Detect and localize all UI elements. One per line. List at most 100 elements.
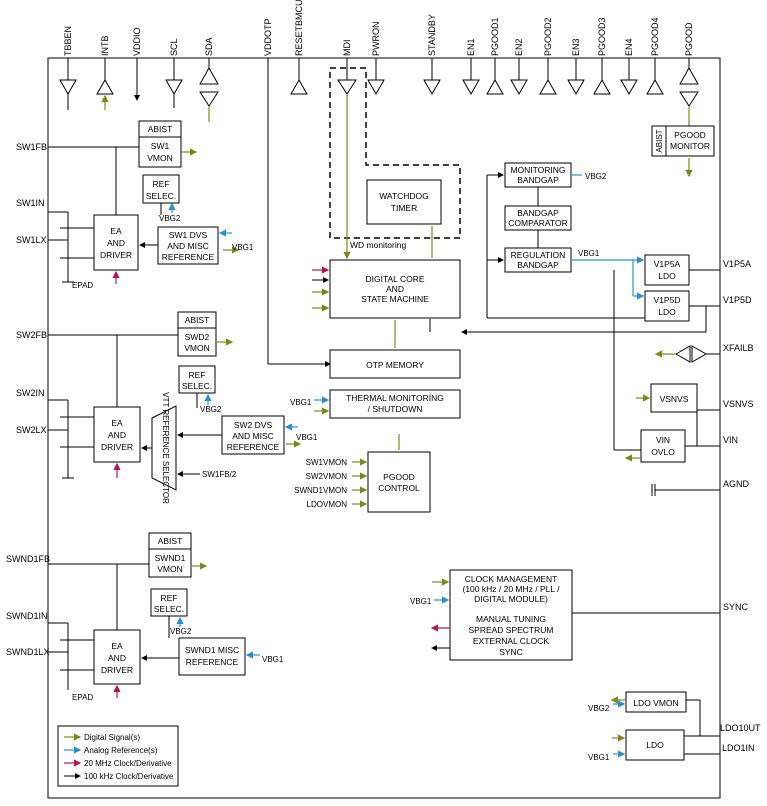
swnd1-misc-line2: REFERENCE — [186, 657, 239, 667]
ldo-section: LDO VMON LDO — [610, 691, 720, 761]
sw1-dvs-block — [157, 226, 219, 265]
swnd1-ref-line2: SELEC. — [154, 604, 184, 614]
sw1-ea-line1: EA — [110, 226, 122, 236]
vsnvs-block — [650, 383, 698, 413]
sw2-vmon-block — [177, 327, 217, 357]
pin-en4: EN4 — [624, 38, 634, 56]
en3-buffer-icon — [567, 79, 585, 96]
clock-line1: CLOCK MANAGEMENT — [465, 574, 558, 584]
pgood-in-ldovmon: LDOVMON — [307, 500, 348, 509]
vbg1-thermal: VBG1 — [290, 398, 312, 407]
otp-label: OTP MEMORY — [366, 360, 424, 370]
bg-comp-line1: BANDGAP — [517, 208, 559, 218]
pin-agnd: AGND — [723, 479, 750, 489]
vbg1-sw1: VBG1 — [232, 243, 254, 252]
pgood-monitor-line1: PGOOD — [674, 130, 706, 140]
thermal-block — [329, 389, 461, 419]
clock-line2: (100 kHz / 20 MHz / PLL / — [463, 584, 561, 594]
vsnvs-block-label: VSNVS — [660, 394, 689, 404]
watchdog-region — [329, 67, 461, 239]
clock-line3: DIGITAL MODULE) — [474, 594, 548, 604]
pin-sync: SYNC — [723, 602, 749, 612]
top-pin-buffers — [59, 58, 699, 367]
scl-buffer-icon — [165, 79, 183, 96]
sda-buffer-up-icon — [199, 66, 219, 85]
digital-core-block — [329, 259, 461, 319]
digital-core-line1: DIGITAL CORE — [365, 274, 424, 284]
pin-swnd1in: SWND1IN — [6, 611, 48, 621]
xfailb-buffer-left-icon — [674, 345, 691, 363]
pin-ldo1in: LDO1IN — [722, 743, 755, 753]
pgood3-buffer-icon — [593, 78, 611, 95]
swnd1-vmon-line1: SWND1 — [155, 553, 186, 563]
sw1-ref-selec-block — [142, 174, 180, 204]
vbg2-swnd1: VBG2 — [170, 627, 192, 636]
digital-core-line2: AND — [386, 284, 404, 294]
pin-vddotp: VDDOTP — [263, 18, 273, 56]
sw2-dvs-line3: REFERENCE — [227, 442, 280, 452]
sw1-vmon-block — [138, 136, 182, 168]
legend-20mhz: 20 MHz Clock/Derivative — [84, 759, 172, 768]
bandgap-section: MONITORING BANDGAP BANDGAP COMPARATOR RE… — [429, 125, 720, 496]
sw1-vmon-line2: VMON — [147, 153, 173, 163]
pin-en2: EN2 — [514, 38, 524, 56]
pin-vsnvs: VSNVS — [723, 399, 754, 409]
sw1-abist-label: ABIST — [148, 124, 173, 134]
pin-epad-1: EPAD — [72, 281, 93, 290]
ldo-vmon-block — [625, 691, 687, 713]
clock-management-block — [449, 569, 573, 661]
clock-section: CLOCK MANAGEMENT (100 kHz / 20 MHz / PLL… — [430, 569, 720, 661]
sw1fb2-label: SW1FB/2 — [202, 470, 237, 479]
right-pin-labels: V1P5A V1P5D XFAILB VSNVS VIN AGND SYNC L… — [720, 259, 761, 753]
mon-bg-line2: BANDGAP — [517, 175, 559, 185]
v1p5d-ldo-block — [644, 290, 690, 322]
digital-core-line3: STATE MACHINE — [361, 294, 429, 304]
vbg1-clock: VBG1 — [410, 597, 432, 606]
bg-comp-line2: COMPARATOR — [508, 218, 568, 228]
swnd1-vmon-block — [148, 548, 192, 578]
swnd1-ref-line1: REF — [161, 593, 178, 603]
en4-buffer-icon — [620, 79, 638, 96]
sw2-dvs-line2: AND MISC — [232, 431, 274, 441]
sw2-section: ABIST SWD2 VMON REF SELEC. EA AND DRIVER… — [48, 311, 302, 504]
vbg1-ldo: VBG1 — [588, 753, 610, 762]
pin-en3: EN3 — [571, 38, 581, 56]
vtt-reference-selector-block — [151, 405, 177, 491]
watchdog-line2: TIMER — [391, 203, 417, 213]
sw2-ea-line2: AND — [108, 430, 126, 440]
resetbmcu-buffer-icon — [290, 78, 308, 95]
sw1-dvs-line2: AND MISC — [167, 241, 209, 251]
pgood-control-block — [367, 451, 431, 513]
swnd1-abist-label: ABIST — [158, 536, 183, 546]
core-section: WATCHDOG TIMER WD monitoring DIGITAL COR… — [294, 94, 461, 513]
swnd1-misc-ref-block — [178, 637, 246, 676]
ldo-block — [625, 729, 685, 761]
clock-line7: EXTERNAL CLOCK — [473, 636, 550, 646]
sw2-abist-label: ABIST — [185, 315, 210, 325]
pin-vin: VIN — [723, 435, 738, 445]
pin-swnd1lx: SWND1LX — [6, 647, 50, 657]
tbben-buffer-icon — [59, 79, 77, 96]
pgood2-buffer-icon — [539, 78, 557, 95]
pin-pgood: PGOOD — [684, 22, 694, 56]
swnd1-ea-line2: AND — [108, 653, 126, 663]
pgood-buffer-down-icon — [679, 91, 699, 107]
pgood1-buffer-icon — [486, 78, 504, 95]
legend-digital: Digital Signal(s) — [84, 733, 140, 742]
vin-ovlo-block — [640, 429, 686, 463]
pin-resetbmcu: RESETBMCU — [294, 0, 304, 56]
pin-sw2in: SW2IN — [16, 388, 45, 398]
pin-v1p5a: V1P5A — [723, 259, 751, 269]
clock-line6: SPREAD SPECTRUM — [468, 625, 553, 635]
sw1-ea-line2: AND — [107, 238, 125, 248]
pgood-in-sw1vmon: SW1VMON — [306, 458, 348, 467]
pgood-monitor-block — [651, 125, 715, 157]
swnd1-section: ABIST SWND1 VMON REF SELEC. EA AND DRIVE… — [48, 532, 260, 698]
sda-buffer-down-icon — [199, 91, 219, 107]
pin-pgood2: PGOOD2 — [543, 17, 553, 56]
intb-buffer-icon — [96, 78, 114, 95]
vbg2-sw2: VBG2 — [200, 405, 222, 414]
sw1-ref-line2: SELEC. — [146, 191, 176, 201]
vbg2-sw1: VBG2 — [159, 214, 181, 223]
wd-monitoring-label: WD monitoring — [350, 240, 406, 250]
